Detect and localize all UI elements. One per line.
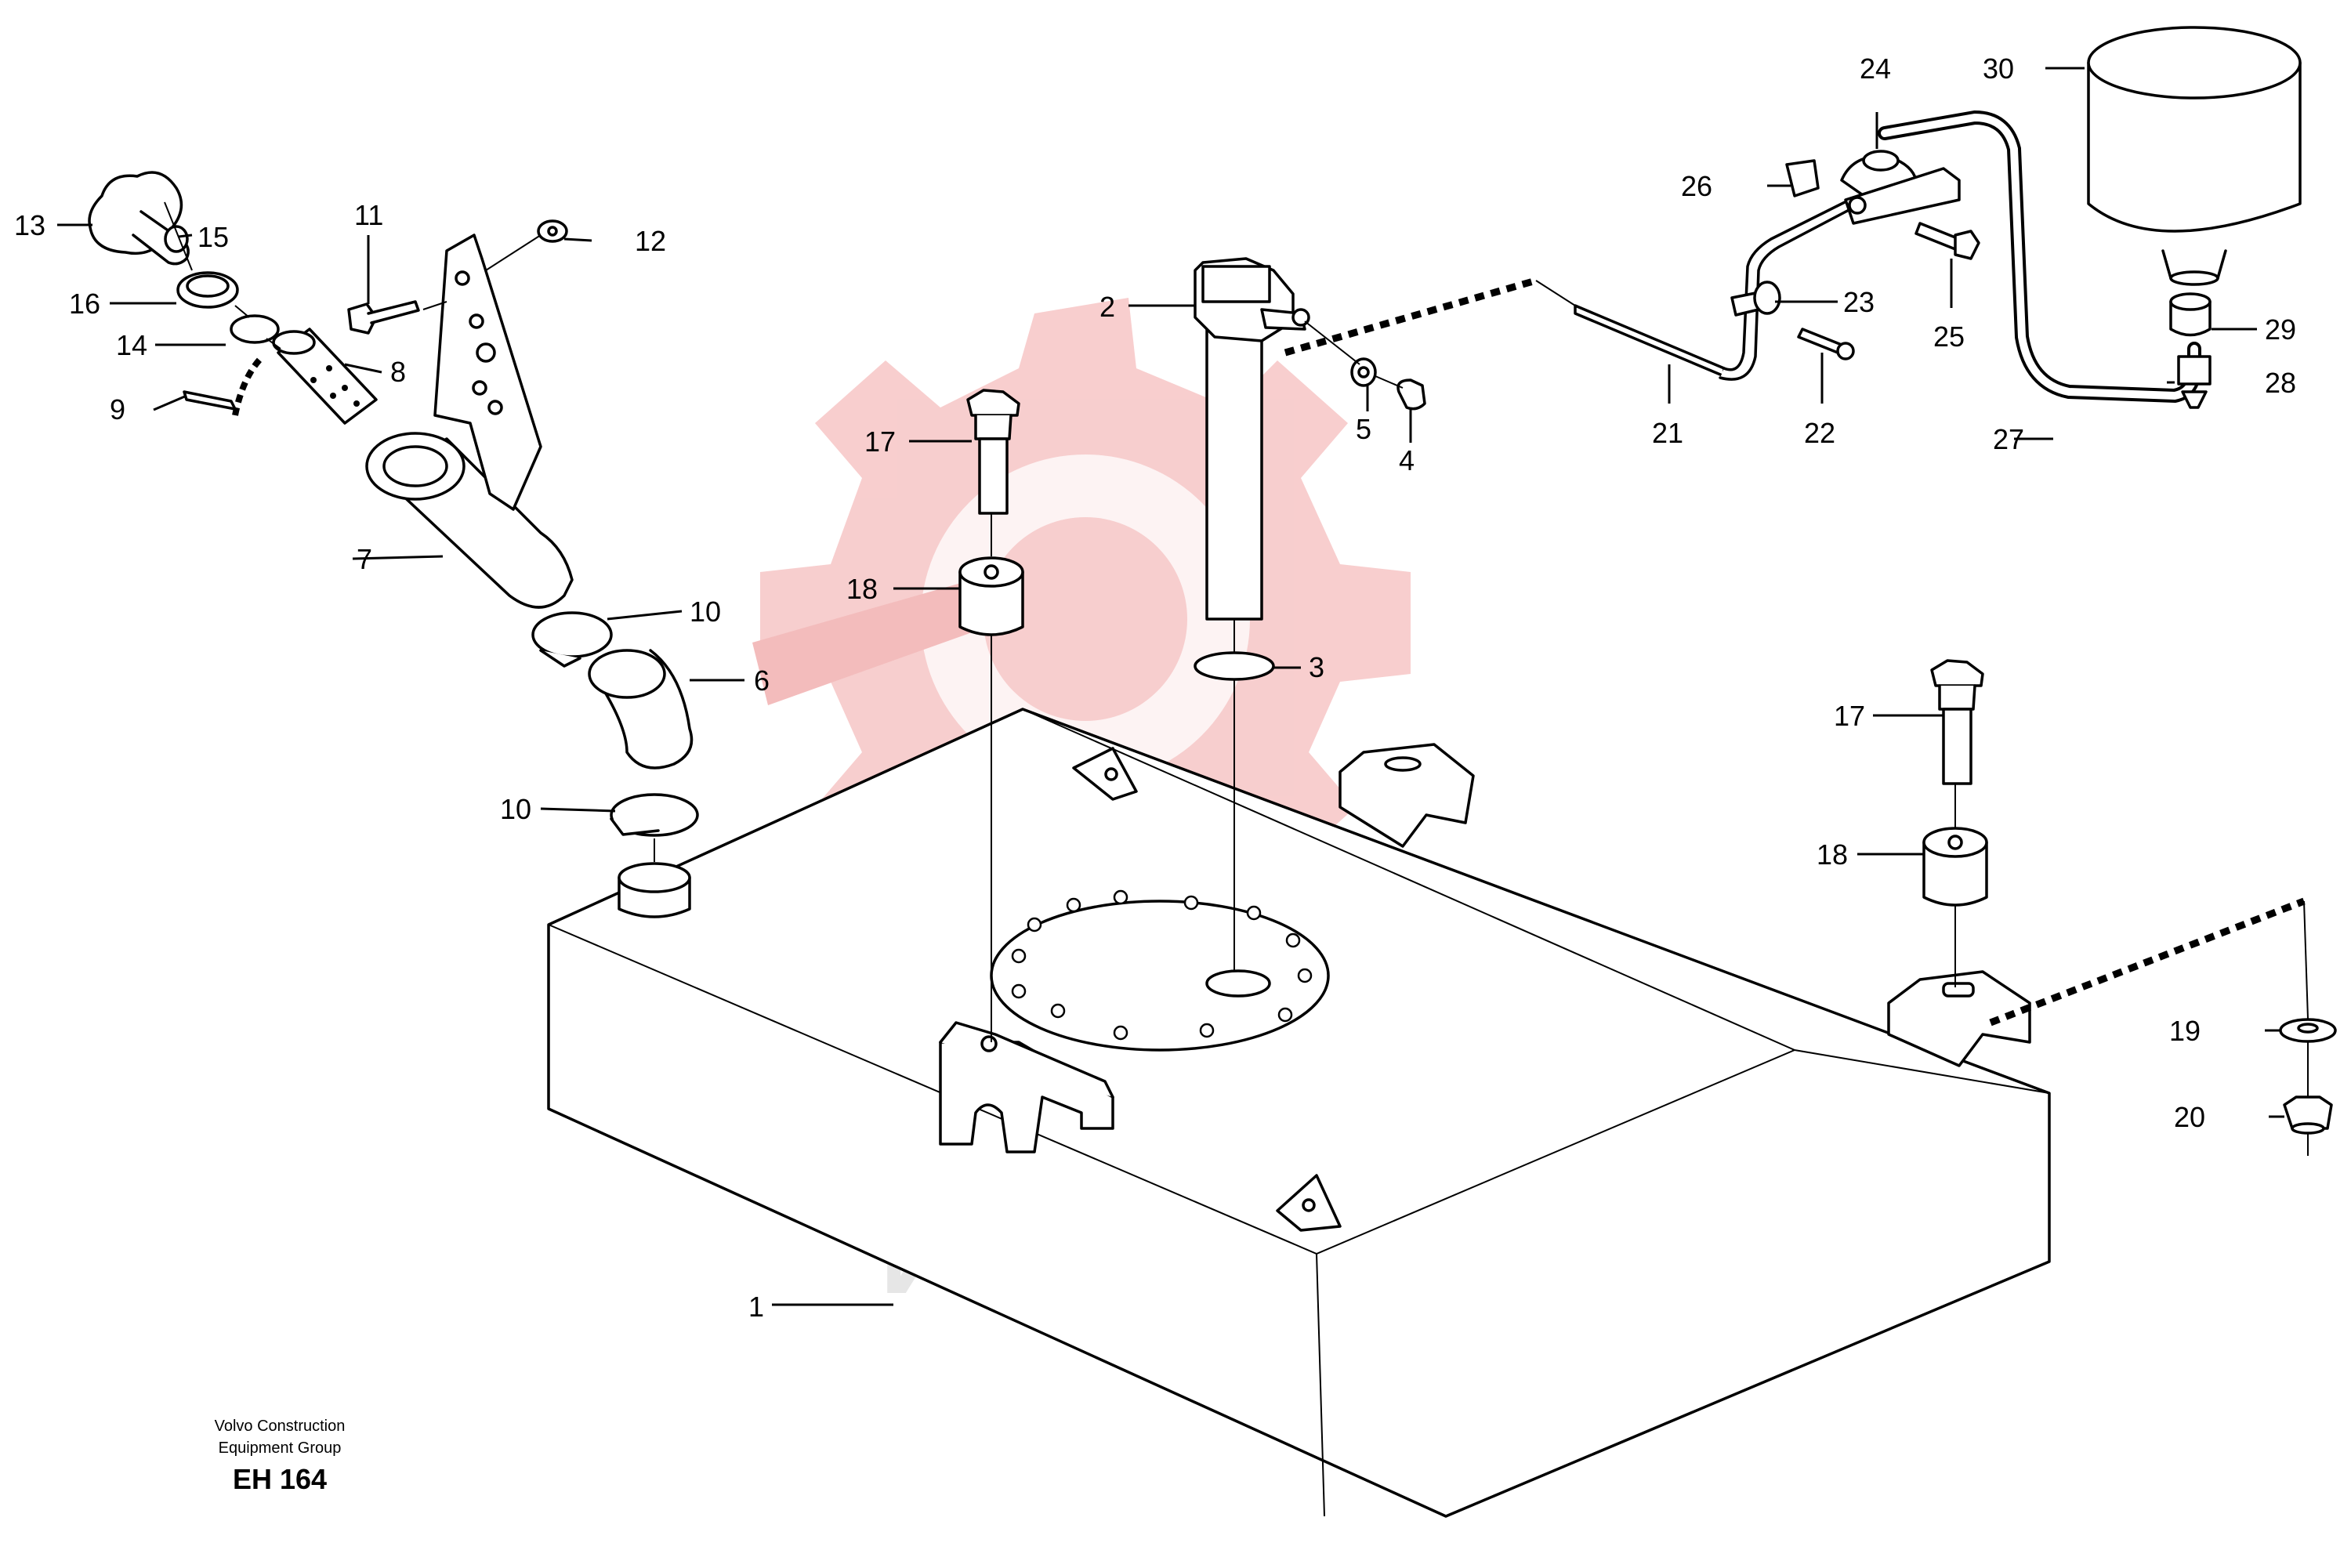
filler-cap [88,171,190,266]
callout-label: 17 [1834,700,1865,732]
hose-line-right [1989,897,2306,1027]
callout-label: 8 [390,356,406,388]
callout-label: 10 [500,793,531,825]
breather-filter-30 [2087,26,2302,286]
callout-label: 2 [1099,291,1115,323]
callout-label: 20 [2174,1101,2205,1133]
callout-label: 1 [748,1291,764,1323]
callout-label: 6 [754,664,770,697]
filler-strainer [272,328,378,425]
callout-label: 21 [1652,417,1683,449]
hose-27 [1878,110,2201,404]
elbow-hose [588,649,694,770]
callout-label: 15 [197,221,229,253]
callout-label: 29 [2265,313,2296,346]
assembly-guide-lines [164,201,1956,1042]
filler-pipe [365,432,574,609]
spacer-18-right [1922,827,1988,907]
callout-label: 10 [690,596,721,628]
mounting-bracket [433,234,542,511]
callout-label: 4 [1399,444,1415,476]
nut-20 [2283,1095,2333,1135]
filler-seal-rings [176,271,280,344]
spacer-18-center [958,556,1024,636]
bolt-25 [1914,222,1980,260]
callout-label: 25 [1933,320,1965,353]
fuel-tank [547,708,2051,1518]
callout-label: 30 [1983,53,2014,85]
hose-clamp-upper [531,611,613,668]
callout-label: 3 [1309,651,1324,683]
footer-block: Volvo Construction Equipment Group EH 16… [215,1418,346,1495]
callout-label: 19 [2169,1015,2201,1047]
bolt-11 [347,300,420,335]
drawing-code: EH 164 [233,1463,327,1495]
adapter-29 [2169,292,2212,337]
bracket-26 [1785,159,1820,197]
callout-label: 18 [1817,838,1848,871]
hose-line-center [1284,277,1538,357]
footer-company-line2: Equipment Group [219,1439,342,1457]
clip-23 [1730,281,1781,317]
callout-label: 26 [1681,170,1712,202]
callout-labels: 1 2 3 4 5 6 7 8 9 10 10 11 12 13 14 15 1… [14,53,2296,1323]
footer-company-line1: Volvo Construction [215,1418,346,1435]
callout-label: 14 [116,329,147,361]
callout-label: 5 [1356,413,1371,445]
breather-hose [1574,198,1855,381]
callout-label: 12 [635,225,666,257]
fuel-level-sender [1194,257,1310,621]
bolt-22 [1797,328,1855,360]
o-ring-3 [1194,651,1275,681]
bolt-17-center [966,389,1020,515]
callout-label: 13 [14,209,45,241]
sealing-washer-5 [1350,357,1377,387]
washer-12 [537,219,568,243]
bolt-17-right [1930,659,1984,785]
callout-label: 7 [357,543,372,575]
callout-label: 27 [1993,423,2024,455]
leader-lines [57,67,2284,1306]
callout-label: 16 [69,288,100,320]
hose-clamp-lower [610,793,699,837]
callout-label: 11 [354,199,383,231]
retaining-chain [183,354,265,416]
callout-label: 24 [1860,53,1891,85]
callout-label: 17 [864,425,896,458]
callout-label: 18 [846,573,878,605]
callout-label: 9 [110,393,125,425]
fitting-28 [2177,355,2212,409]
callout-label: 22 [1804,417,1835,449]
callout-label: 23 [1843,286,1875,318]
callout-label: 28 [2265,367,2296,399]
connector-24 [1840,150,1961,225]
plug-4 [1396,378,1426,411]
washer-19 [2279,1018,2337,1043]
